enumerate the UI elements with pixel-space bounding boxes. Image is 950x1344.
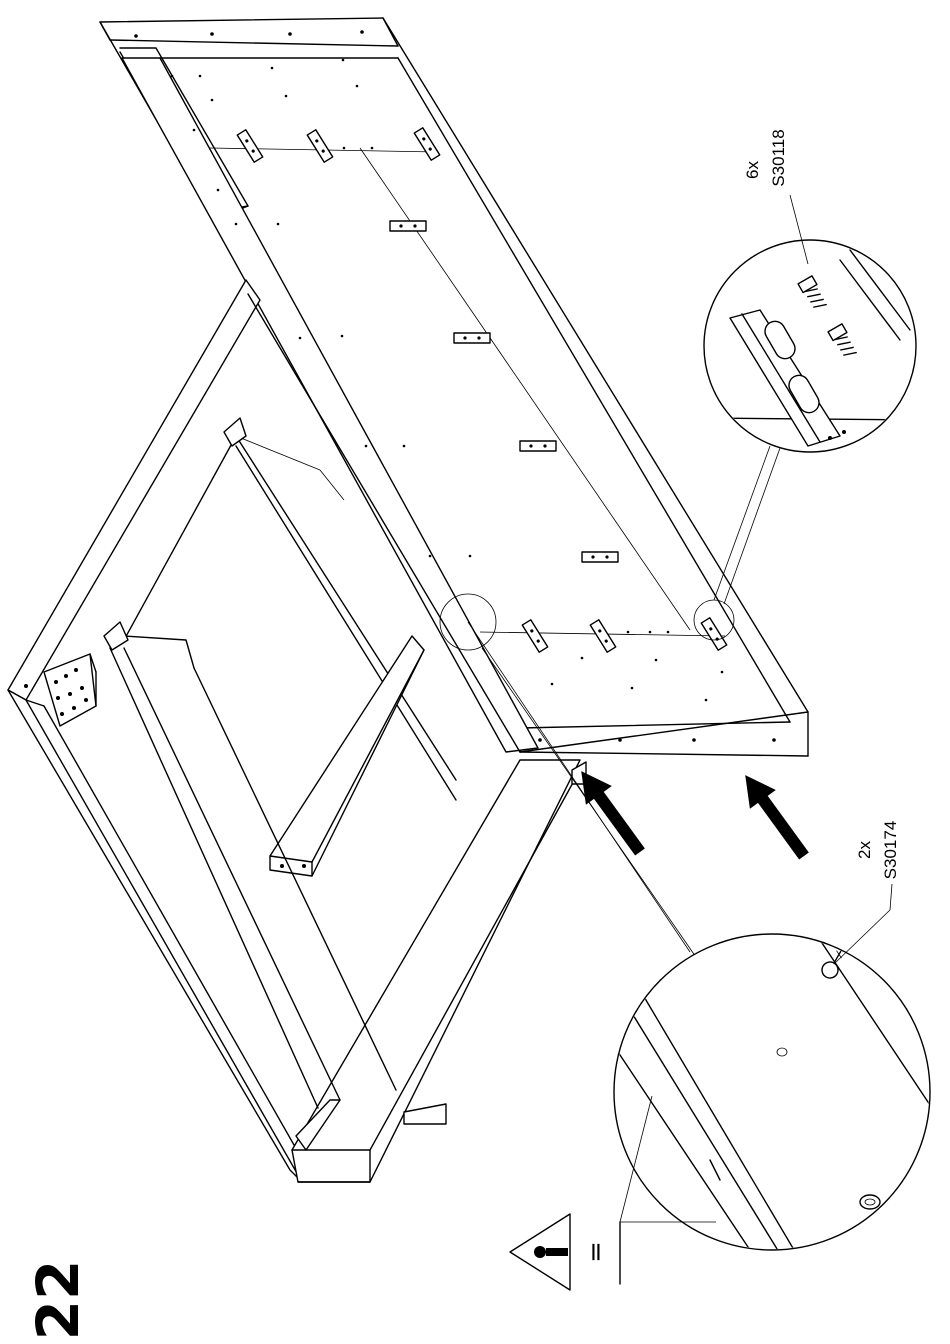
screw-bottom-quantity: 2x	[855, 841, 874, 859]
screw-top-part: S30118	[769, 129, 788, 186]
warning-equals: =	[581, 1241, 611, 1263]
push-arrows	[568, 762, 817, 866]
detail-bracket-screws	[694, 195, 920, 640]
screw-bottom-part: S30174	[881, 821, 900, 880]
screw-top-quantity: 6x	[743, 161, 762, 179]
step-number: 22	[24, 1260, 92, 1341]
